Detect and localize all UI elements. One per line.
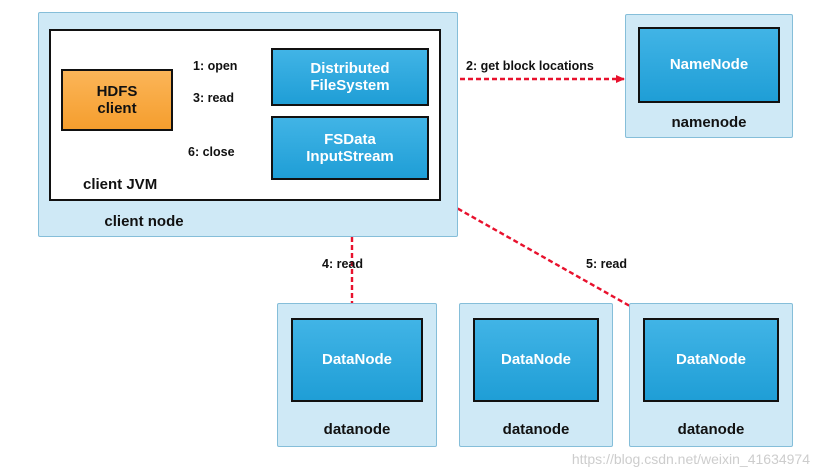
- namenode-label: namenode: [671, 114, 747, 131]
- hdfs-client-node: HDFS client: [61, 69, 173, 131]
- fsdata-inputstream-node: FSData InputStream: [271, 116, 429, 180]
- namenode-node: NameNode: [638, 27, 780, 103]
- datanode-label-1: datanode: [323, 421, 391, 438]
- distributed-filesystem-node: Distributed FileSystem: [271, 48, 429, 106]
- datanode-group-1: DataNode datanode: [277, 303, 437, 447]
- arrow-label-3-read: 3: read: [193, 91, 234, 105]
- watermark-text: https://blog.csdn.net/weixin_41634974: [571, 451, 810, 467]
- arrow-label-2-get-block-locations: 2: get block locations: [466, 59, 594, 73]
- client-node-group: HDFS client Distributed FileSystem FSDat…: [38, 12, 458, 237]
- datanode-node-3: DataNode: [643, 318, 779, 402]
- arrow-label-6-close: 6: close: [188, 145, 235, 159]
- arrow-label-5-read: 5: read: [586, 257, 627, 271]
- datanode-label-3: datanode: [677, 421, 745, 438]
- datanode-node-1: DataNode: [291, 318, 423, 402]
- datanode-group-3: DataNode datanode: [629, 303, 793, 447]
- client-jvm-box: HDFS client Distributed FileSystem FSDat…: [49, 29, 441, 201]
- client-node-label: client node: [104, 213, 184, 230]
- namenode-group: NameNode namenode: [625, 14, 793, 138]
- datanode-node-2: DataNode: [473, 318, 599, 402]
- arrow-label-1-open: 1: open: [193, 59, 238, 73]
- client-jvm-label: client JVM: [83, 176, 158, 193]
- datanode-label-2: datanode: [502, 421, 570, 438]
- arrow-label-4-read: 4: read: [322, 257, 363, 271]
- datanode-group-2: DataNode datanode: [459, 303, 613, 447]
